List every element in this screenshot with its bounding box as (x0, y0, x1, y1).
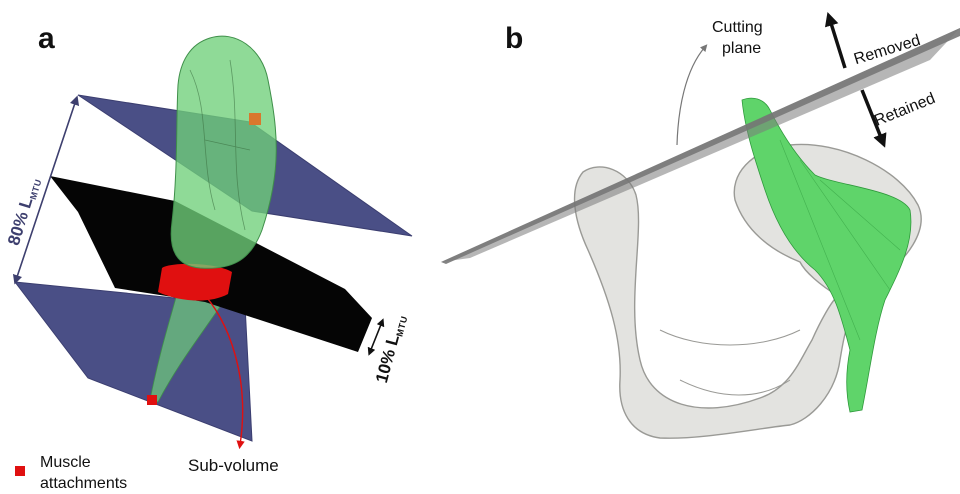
panel-b-letter: b (505, 22, 523, 56)
legend-label-line2: attachments (40, 474, 127, 493)
muscle-upper (171, 36, 276, 268)
legend-label-line1: Muscle (40, 453, 91, 472)
legend-swatch (15, 466, 25, 476)
sub-volume-label: Sub-volume (188, 456, 279, 475)
attachment-bottom (147, 395, 157, 405)
cutting-plane-label-line2: plane (722, 39, 761, 58)
panel-a-letter: a (38, 22, 55, 56)
removed-arrow (830, 20, 845, 68)
sub-volume (158, 264, 232, 301)
panel-b-illustration (441, 20, 960, 438)
cutting-plane-label-line1: Cutting (712, 18, 763, 37)
panel-a-illustration (15, 36, 412, 476)
attachment-top (249, 113, 261, 125)
cutting-plane-pointer (677, 47, 705, 145)
